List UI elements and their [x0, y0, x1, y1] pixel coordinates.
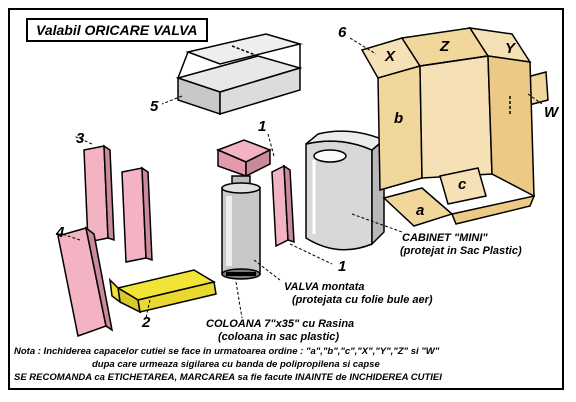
- top-insert-part-5: [175, 33, 303, 116]
- part-number-3: 3: [76, 130, 85, 147]
- cabinet-label: CABINET "MINI": [402, 232, 488, 244]
- note-line-3: SE RECOMANDA ca ETICHETAREA, MARCAREA sa…: [14, 372, 442, 383]
- column-label: COLOANA 7"x35" cu Rasina: [206, 318, 355, 330]
- flap-c-label: c: [458, 176, 467, 193]
- cabinet-mini: [305, 130, 386, 251]
- flap-b-label: b: [394, 110, 404, 127]
- part-number-2: 2: [142, 314, 151, 331]
- flap-y-label: Y: [505, 40, 516, 57]
- resin-column: [221, 182, 261, 280]
- large-panel-part-4: [57, 226, 114, 337]
- flap-x-label: X: [385, 48, 396, 65]
- flap-a-label: a: [416, 202, 425, 219]
- cardboard-box-part-6: [360, 27, 549, 227]
- part-number-1-panel: 1: [258, 118, 267, 135]
- part-number-1-valve: 1: [338, 258, 347, 275]
- flap-w-label: W: [544, 104, 559, 121]
- valve-sublabel: (protejata cu folie bule aer): [292, 294, 433, 306]
- column-sublabel: (coloana in sac plastic): [218, 331, 340, 343]
- part-number-6: 6: [338, 24, 347, 41]
- bottom-tray-part-2: [108, 269, 217, 314]
- note-line-1: Nota : Inchiderea capacelor cutiei se fa…: [14, 346, 440, 357]
- flap-z-label: Z: [440, 38, 450, 55]
- valve-panel-part-1: [271, 164, 295, 248]
- title-box: Valabil ORICARE VALVA: [26, 18, 208, 42]
- side-panel-part-3: [83, 144, 153, 263]
- cabinet-sublabel: (protejat in Sac Plastic): [400, 245, 522, 257]
- valve-head: [216, 139, 272, 189]
- leader-lines: [61, 37, 543, 319]
- note-line-2: dupa care urmeaza sigilarea cu banda de …: [92, 359, 380, 370]
- part-number-4: 4: [56, 224, 65, 241]
- part-number-5: 5: [150, 98, 159, 115]
- valve-label: VALVA montata: [284, 281, 365, 293]
